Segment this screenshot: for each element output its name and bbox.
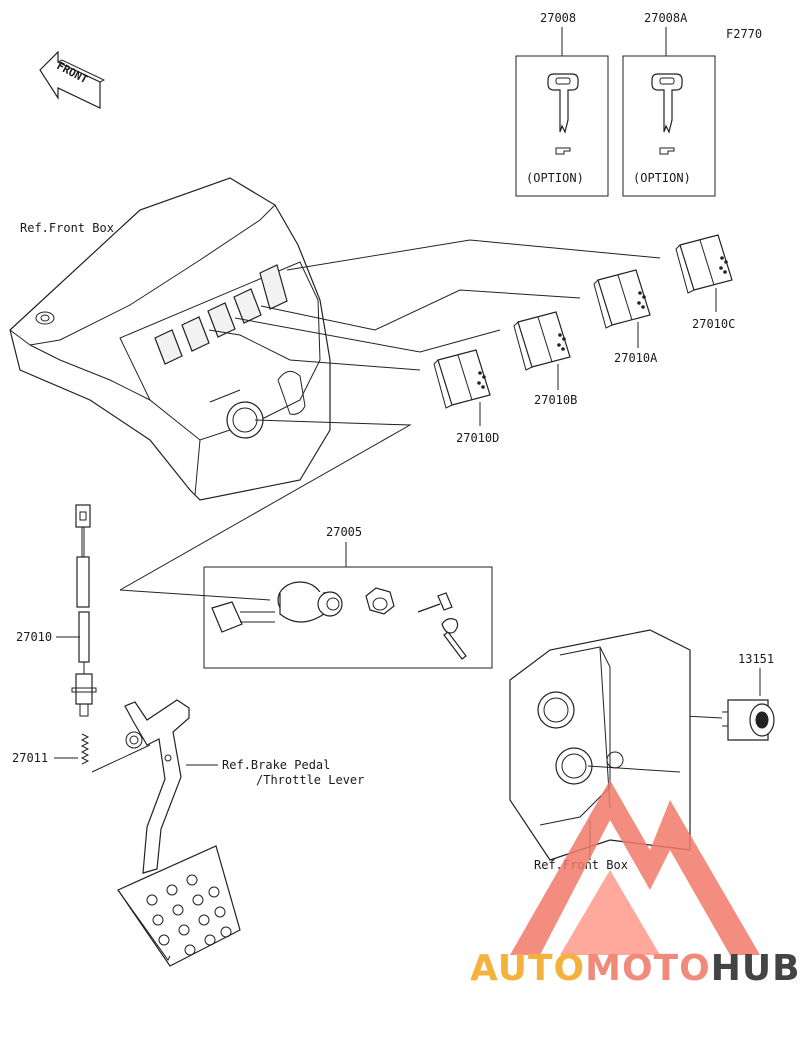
switch-27010B: 27010B bbox=[513, 311, 577, 407]
spring-27011: 27011 bbox=[12, 733, 151, 773]
switch-27010D-label: 27010D bbox=[456, 431, 499, 445]
switch-27010C-label: 27010C bbox=[692, 317, 735, 331]
ignition-switch-27005: 27005 bbox=[119, 525, 493, 669]
front-arrow-icon: FRONT bbox=[39, 50, 106, 109]
front-box-section: Ref.Front Box bbox=[509, 629, 691, 872]
switch-27010B-label: 27010B bbox=[534, 393, 577, 407]
brake-pedal: Ref.Brake Pedal /Throttle Lever bbox=[117, 699, 364, 967]
spring-27011-label: 27011 bbox=[12, 751, 48, 765]
key-27008A: 27008A (OPTION) bbox=[622, 11, 716, 197]
switch-slots bbox=[154, 264, 288, 365]
key-27008-label: 27008 bbox=[540, 11, 576, 25]
watermark-text: AUTOMOTOHUB bbox=[470, 948, 800, 989]
key-27008-option: (OPTION) bbox=[526, 171, 584, 185]
ref-brake-pedal-label: Ref.Brake Pedal bbox=[222, 758, 330, 772]
switch-27010A: 27010A bbox=[593, 269, 658, 365]
dashboard-panel bbox=[9, 177, 331, 501]
sensor-27010: 27010 bbox=[16, 504, 97, 717]
watermark-logo bbox=[510, 780, 760, 955]
switch-27010A-label: 27010A bbox=[614, 351, 658, 365]
watermark-moto: MOTO bbox=[585, 948, 711, 989]
switch-27010D: 27010D bbox=[433, 349, 499, 445]
socket-13151: 13151 bbox=[569, 652, 775, 741]
key-27008A-label: 27008A bbox=[644, 11, 688, 25]
watermark-auto: AUTO bbox=[470, 948, 586, 989]
ignition-27005-label: 27005 bbox=[326, 525, 362, 539]
figure-code: F2770 bbox=[726, 27, 762, 41]
switch-27010C: 27010C bbox=[675, 234, 735, 331]
key-27008A-option: (OPTION) bbox=[633, 171, 691, 185]
socket-13151-label: 13151 bbox=[738, 652, 774, 666]
ref-front-box-top: Ref.Front Box bbox=[20, 221, 114, 235]
sensor-27010-label: 27010 bbox=[16, 630, 52, 644]
ref-throttle-lever-label: /Throttle Lever bbox=[256, 773, 364, 787]
watermark-hub: HUB bbox=[710, 948, 800, 989]
key-27008: 27008 (OPTION) bbox=[515, 11, 609, 197]
